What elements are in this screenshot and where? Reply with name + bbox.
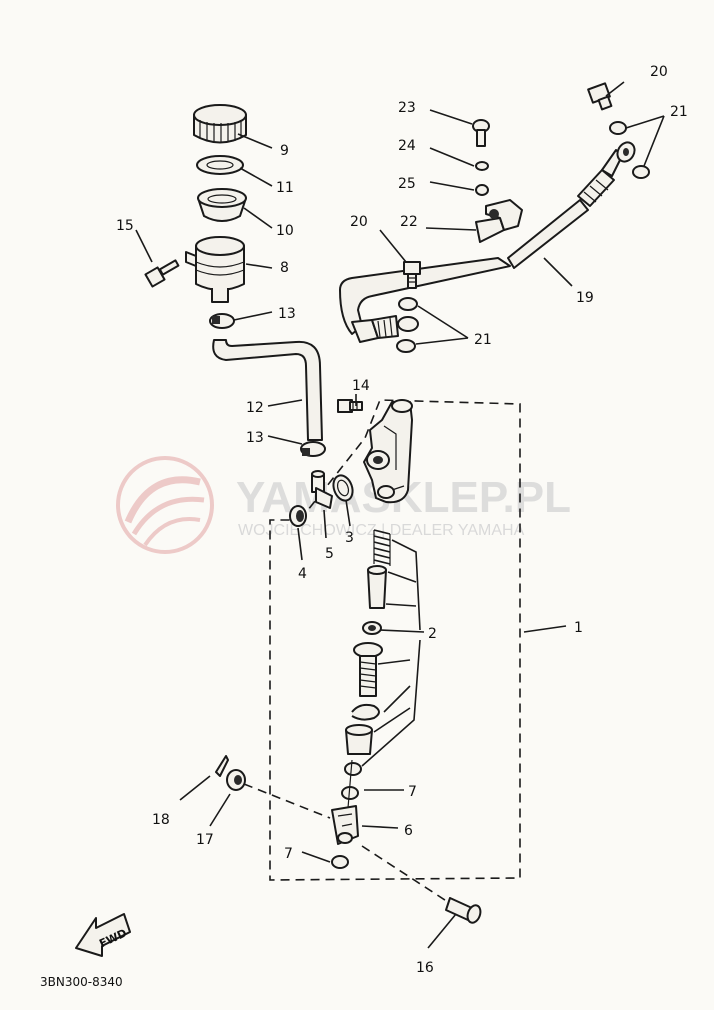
- bleed-screw-part: [337, 399, 363, 413]
- screw-23-part: [472, 119, 490, 147]
- label-25: 25: [398, 176, 416, 192]
- boot-part: [345, 724, 373, 755]
- hose-joint-part: [311, 470, 333, 509]
- union-bolt-center-part: [403, 261, 421, 289]
- copper-washer-4: [632, 165, 650, 179]
- label-12: 12: [246, 400, 264, 416]
- label-23: 23: [398, 100, 416, 116]
- reservoir-part: [185, 236, 245, 303]
- nut-upper-part: [344, 762, 362, 776]
- leader-lines: [135, 81, 665, 949]
- copper-washer-3: [609, 121, 627, 135]
- nut-25-part: [475, 184, 489, 196]
- label-21b: 21: [474, 332, 492, 348]
- piston-cup-part: [367, 565, 387, 609]
- label-3: 3: [345, 530, 354, 546]
- pushrod-axis: [347, 759, 353, 809]
- label-6: 6: [404, 823, 413, 839]
- washer-24-part: [475, 161, 489, 171]
- bolt-15-part: [144, 259, 180, 288]
- label-9: 9: [280, 143, 289, 159]
- label-22: 22: [400, 214, 418, 230]
- label-24: 24: [398, 138, 416, 154]
- label-16: 16: [416, 960, 434, 976]
- watermark-tagline: WOJCIECHOWICZ | DEALER YAMAHA: [238, 522, 525, 539]
- label-18: 18: [152, 812, 170, 828]
- label-15: 15: [116, 218, 134, 234]
- callout-labels: 1 2 3 4 5 6 7 7 8 9 10 11 12 13 13 14 15…: [116, 64, 688, 976]
- label-11: 11: [276, 180, 294, 196]
- copper-washer-1: [398, 297, 418, 311]
- clevis-part: [331, 805, 359, 845]
- label-14: 14: [352, 378, 370, 394]
- label-2: 2: [428, 626, 437, 642]
- label-20a: 20: [350, 214, 368, 230]
- label-1: 1: [574, 620, 583, 636]
- circlip-part: [351, 703, 380, 721]
- label-21a: 21: [670, 104, 688, 120]
- piston-part: [353, 642, 383, 697]
- fwd-arrow-icon: FWD: [75, 913, 131, 957]
- hose-guide-part: [475, 199, 523, 243]
- hose-clamp-upper-part: [209, 313, 235, 329]
- diaphragm-part: [197, 188, 247, 222]
- master-cylinder-body-part: [363, 399, 413, 504]
- label-13a: 13: [278, 306, 296, 322]
- label-13b: 13: [246, 430, 264, 446]
- o-ring-part: [332, 474, 354, 502]
- diagram-code: 3BN300-8340: [40, 975, 123, 989]
- label-7a: 7: [408, 784, 417, 800]
- assembly-boundary: [269, 399, 521, 881]
- label-20b: 20: [650, 64, 668, 80]
- label-7b: 7: [284, 846, 293, 862]
- washer-17-part: [226, 769, 246, 791]
- copper-washer-2: [396, 339, 416, 353]
- union-bolt-top-part: [587, 82, 613, 111]
- label-10: 10: [276, 223, 294, 239]
- reservoir-hose-part: [212, 339, 323, 441]
- nut-7-lower-part: [331, 855, 349, 869]
- label-17: 17: [196, 832, 214, 848]
- cotter-pin-part: [215, 755, 229, 777]
- washer-4-part: [289, 505, 307, 527]
- brake-hose-part: [339, 141, 636, 343]
- label-8: 8: [280, 260, 289, 276]
- watermark-logo: [116, 456, 214, 554]
- pin-axis-line: [243, 783, 449, 903]
- label-5: 5: [325, 546, 334, 562]
- label-19: 19: [576, 290, 594, 306]
- hose-clamp-lower-part: [300, 441, 326, 457]
- reservoir-cap-part: [193, 104, 247, 144]
- spring-part: [373, 529, 391, 566]
- label-4: 4: [298, 566, 307, 582]
- diaphragm-plate-part: [196, 155, 244, 175]
- clevis-pin-part: [445, 897, 482, 924]
- washer-2-part: [362, 621, 382, 635]
